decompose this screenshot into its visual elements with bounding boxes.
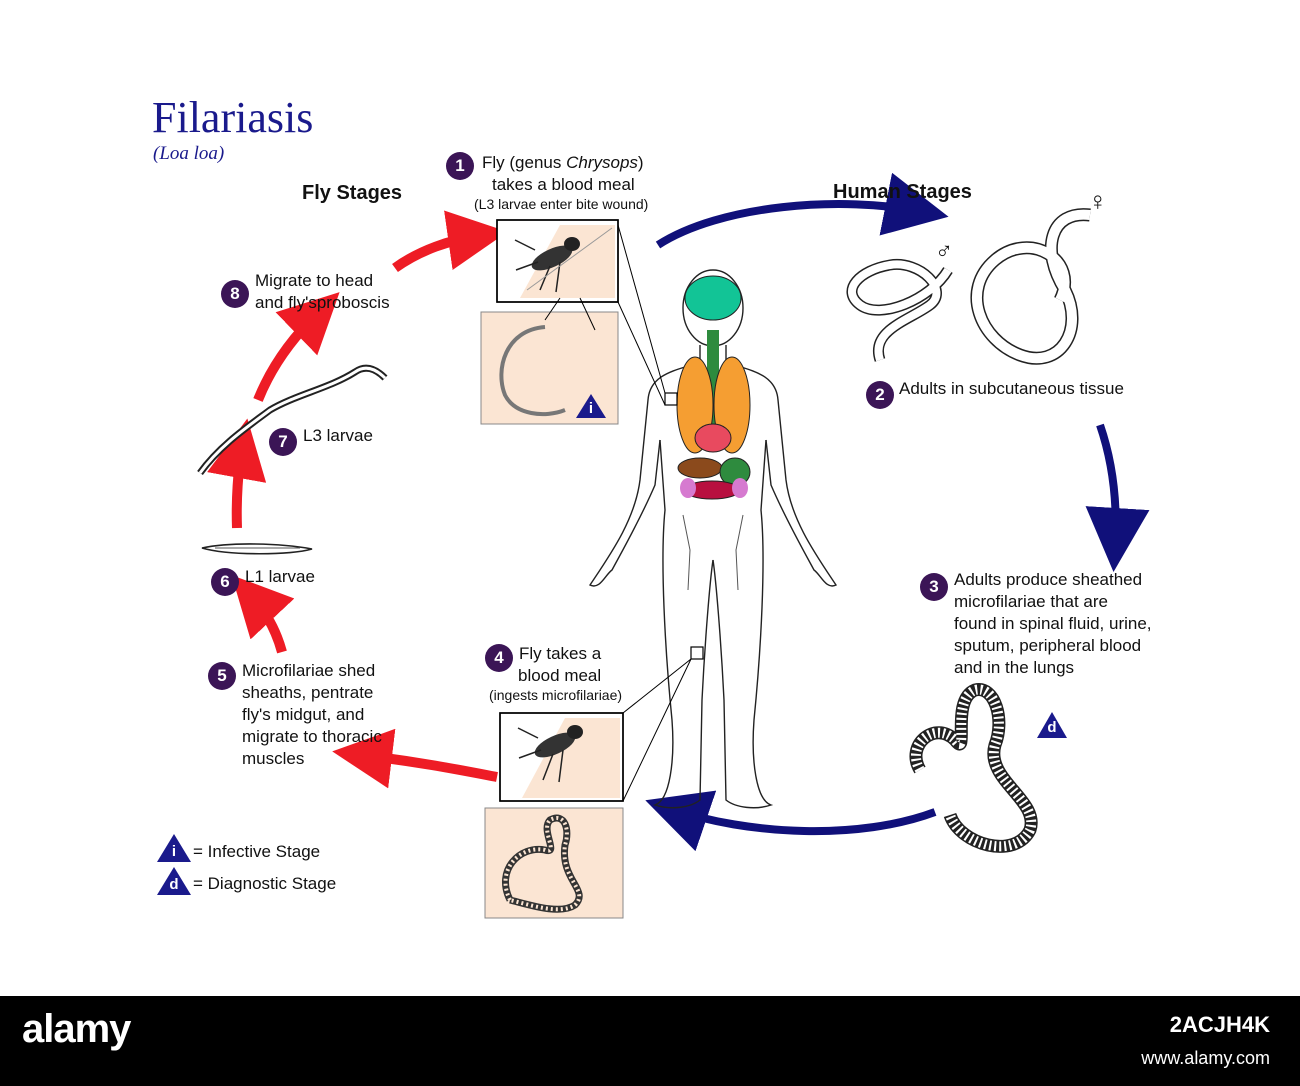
infective-legend-label: = Infective Stage bbox=[193, 842, 321, 861]
step-1-line2: takes a blood meal bbox=[492, 175, 635, 194]
arrow-fly-to-midgut bbox=[332, 728, 498, 789]
step-2-text: Adults in subcutaneous tissue bbox=[899, 379, 1124, 398]
step-4-note: (ingests microfilariae) bbox=[489, 687, 623, 703]
step-7-text: L3 larvae bbox=[303, 426, 373, 445]
step-8-line2: and fly'sproboscis bbox=[255, 293, 390, 312]
step-3-text: Adults produce sheathed microfilariae th… bbox=[954, 570, 1152, 677]
arrow-adults-to-microfilariae bbox=[1085, 423, 1150, 572]
arrow-human-to-fly bbox=[645, 790, 937, 852]
footer-url: www.alamy.com bbox=[1141, 1048, 1270, 1068]
fly-panel-top bbox=[496, 219, 619, 303]
diagnostic-marker-letter: d bbox=[1047, 719, 1057, 736]
diagram-title: Filariasis bbox=[152, 93, 314, 142]
step-8-line1: Migrate to head bbox=[255, 271, 374, 290]
arrow-8-to-1 bbox=[392, 210, 508, 273]
step-6-badge: 6 bbox=[211, 568, 239, 596]
fly-panel-bottom bbox=[499, 712, 624, 802]
step-5-badge: 5 bbox=[208, 662, 236, 690]
step-7-badge: 7 bbox=[269, 428, 297, 456]
step-2-badge: 2 bbox=[866, 381, 894, 409]
arrow-5-to-6 bbox=[231, 575, 295, 654]
female-symbol: ♀ bbox=[1088, 186, 1108, 216]
infective-legend-icon bbox=[157, 834, 191, 862]
infective-marker-letter: i bbox=[588, 400, 594, 417]
diagnostic-legend-label: = Diagnostic Stage bbox=[193, 874, 337, 893]
step-4-line1: Fly takes a bbox=[519, 644, 602, 663]
step-1-line1: Fly (genus Chrysops) bbox=[482, 153, 644, 172]
step-6-text: L1 larvae bbox=[245, 567, 315, 586]
step-8-badge: 8 bbox=[221, 280, 249, 308]
l3-larva bbox=[197, 364, 388, 476]
step-1-note: (L3 larvae enter bite wound) bbox=[474, 196, 649, 212]
arrow-fly-to-human bbox=[655, 172, 949, 249]
step-1-badge: 1 bbox=[446, 152, 474, 180]
adult-worms bbox=[846, 208, 1091, 365]
infective-legend-letter: i bbox=[171, 843, 177, 860]
human-stages-heading: Human Stages bbox=[833, 181, 972, 203]
l1-larva bbox=[201, 543, 313, 555]
diagnostic-marker-right bbox=[1037, 712, 1067, 738]
arrow-7-to-8 bbox=[253, 292, 340, 402]
step-5-text: Microfilariae shed sheaths, pentrate fly… bbox=[242, 661, 382, 768]
step-4-line2: blood meal bbox=[518, 666, 602, 685]
sheathed-microfilaria bbox=[909, 683, 1038, 853]
diagnostic-legend-letter: d bbox=[169, 876, 179, 893]
fly-stages-heading: Fly Stages bbox=[302, 182, 403, 204]
microfilaria-panel-bottom bbox=[484, 807, 624, 919]
diagram-subtitle: (Loa loa) bbox=[153, 143, 225, 164]
diagnostic-legend-icon bbox=[157, 867, 191, 895]
watermark-footer bbox=[0, 996, 1300, 1086]
male-symbol: ♂ bbox=[935, 238, 953, 265]
arrow-6-to-7 bbox=[207, 418, 267, 529]
diagram-graphics bbox=[197, 172, 1150, 919]
step-3-badge: 3 bbox=[920, 573, 948, 601]
image-code: 2ACJH4K bbox=[1169, 1012, 1270, 1037]
step-4-badge: 4 bbox=[485, 644, 513, 672]
alamy-logo: alamy bbox=[22, 1007, 131, 1051]
organs bbox=[664, 275, 751, 660]
infective-marker-top bbox=[576, 394, 606, 418]
